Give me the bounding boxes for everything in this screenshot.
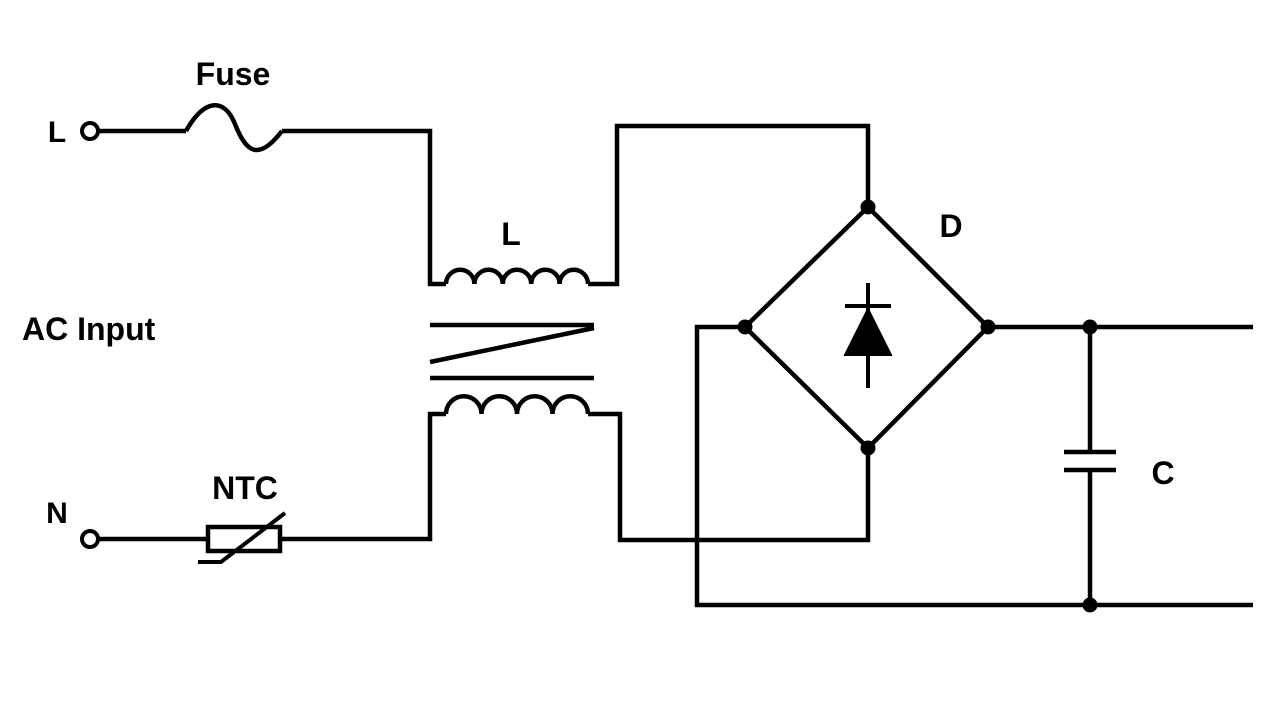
inductor-label: L	[501, 216, 521, 252]
fuse-label: Fuse	[196, 56, 271, 92]
bridge-label: D	[939, 208, 962, 244]
line-terminal-label: L	[48, 116, 66, 149]
ntc-symbol	[198, 511, 287, 564]
bottom-winding	[443, 394, 591, 415]
line-terminal-circle	[80, 121, 100, 141]
neutral-terminal-label: N	[46, 497, 68, 530]
junction-dot	[980, 319, 996, 335]
ntc-body	[205, 524, 283, 554]
fuse-symbol	[184, 103, 284, 153]
neutral-input-branch	[80, 411, 446, 564]
common-mode-choke	[429, 267, 595, 415]
line-input-branch	[80, 103, 446, 287]
junction-dot	[737, 319, 753, 335]
junction-dots	[737, 199, 1098, 613]
junction-dot	[860, 440, 876, 456]
junction-dot	[1082, 319, 1098, 335]
diode-icon	[843, 283, 893, 388]
capacitor-symbol	[1064, 327, 1116, 605]
top-winding	[443, 267, 591, 285]
diode-arrow	[843, 306, 893, 356]
wire	[280, 411, 446, 542]
ac-wires-to-bridge	[588, 123, 871, 543]
capacitor-label: C	[1151, 455, 1174, 491]
capacitor-plates	[1064, 449, 1116, 473]
junction-dot	[1082, 597, 1098, 613]
wire	[282, 128, 446, 287]
core-bars	[429, 322, 595, 381]
wire	[588, 123, 871, 287]
ac-input-label: AC Input	[22, 311, 156, 347]
ntc-diagonal	[198, 511, 287, 564]
wire	[588, 411, 871, 543]
neutral-terminal-circle	[80, 529, 100, 549]
junction-dot	[860, 199, 876, 215]
negative-rail	[694, 324, 1253, 608]
dc-output-rails	[694, 324, 1253, 608]
ntc-label: NTC	[212, 470, 278, 506]
